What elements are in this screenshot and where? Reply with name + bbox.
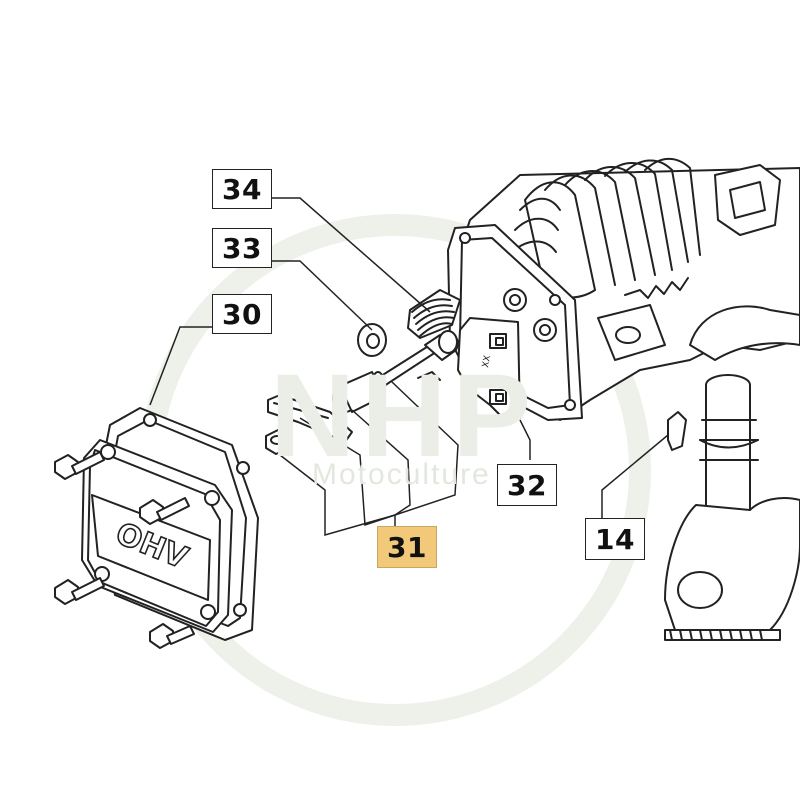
bolt (149, 623, 195, 649)
gasket-marks: XX (481, 355, 493, 369)
callout-32: 32 (497, 464, 557, 506)
callout-14: 14 (585, 518, 645, 560)
callout-30: 30 (212, 294, 272, 334)
bolt (139, 497, 190, 525)
retainer-33 (357, 323, 387, 357)
leader-31-nut (279, 454, 396, 536)
leader-31-valve (391, 381, 459, 516)
valve-31 (377, 330, 459, 387)
leader-34 (272, 197, 431, 313)
engine-block (447, 157, 800, 421)
valve-spring-34 (407, 289, 461, 339)
leader-32 (519, 419, 531, 460)
nut-31 (265, 429, 289, 455)
callout-31: 31 (377, 526, 437, 568)
valve-cover-30 (81, 439, 233, 633)
pushrod-31 (332, 371, 385, 413)
leader-31-pushrod (351, 409, 411, 516)
callout-33: 33 (212, 228, 272, 268)
leader-lines (149, 197, 669, 536)
gasket-32 (457, 317, 521, 421)
bolt (54, 451, 105, 480)
key-14 (667, 411, 687, 451)
leader-30 (149, 326, 212, 406)
crankshaft (664, 374, 800, 641)
leader-33 (272, 260, 373, 331)
bolt (54, 577, 105, 605)
rocker-arm-31 (267, 394, 353, 443)
leader-14 (601, 434, 669, 520)
callout-34: 34 (212, 169, 272, 209)
leader-31-rocker (299, 417, 396, 527)
